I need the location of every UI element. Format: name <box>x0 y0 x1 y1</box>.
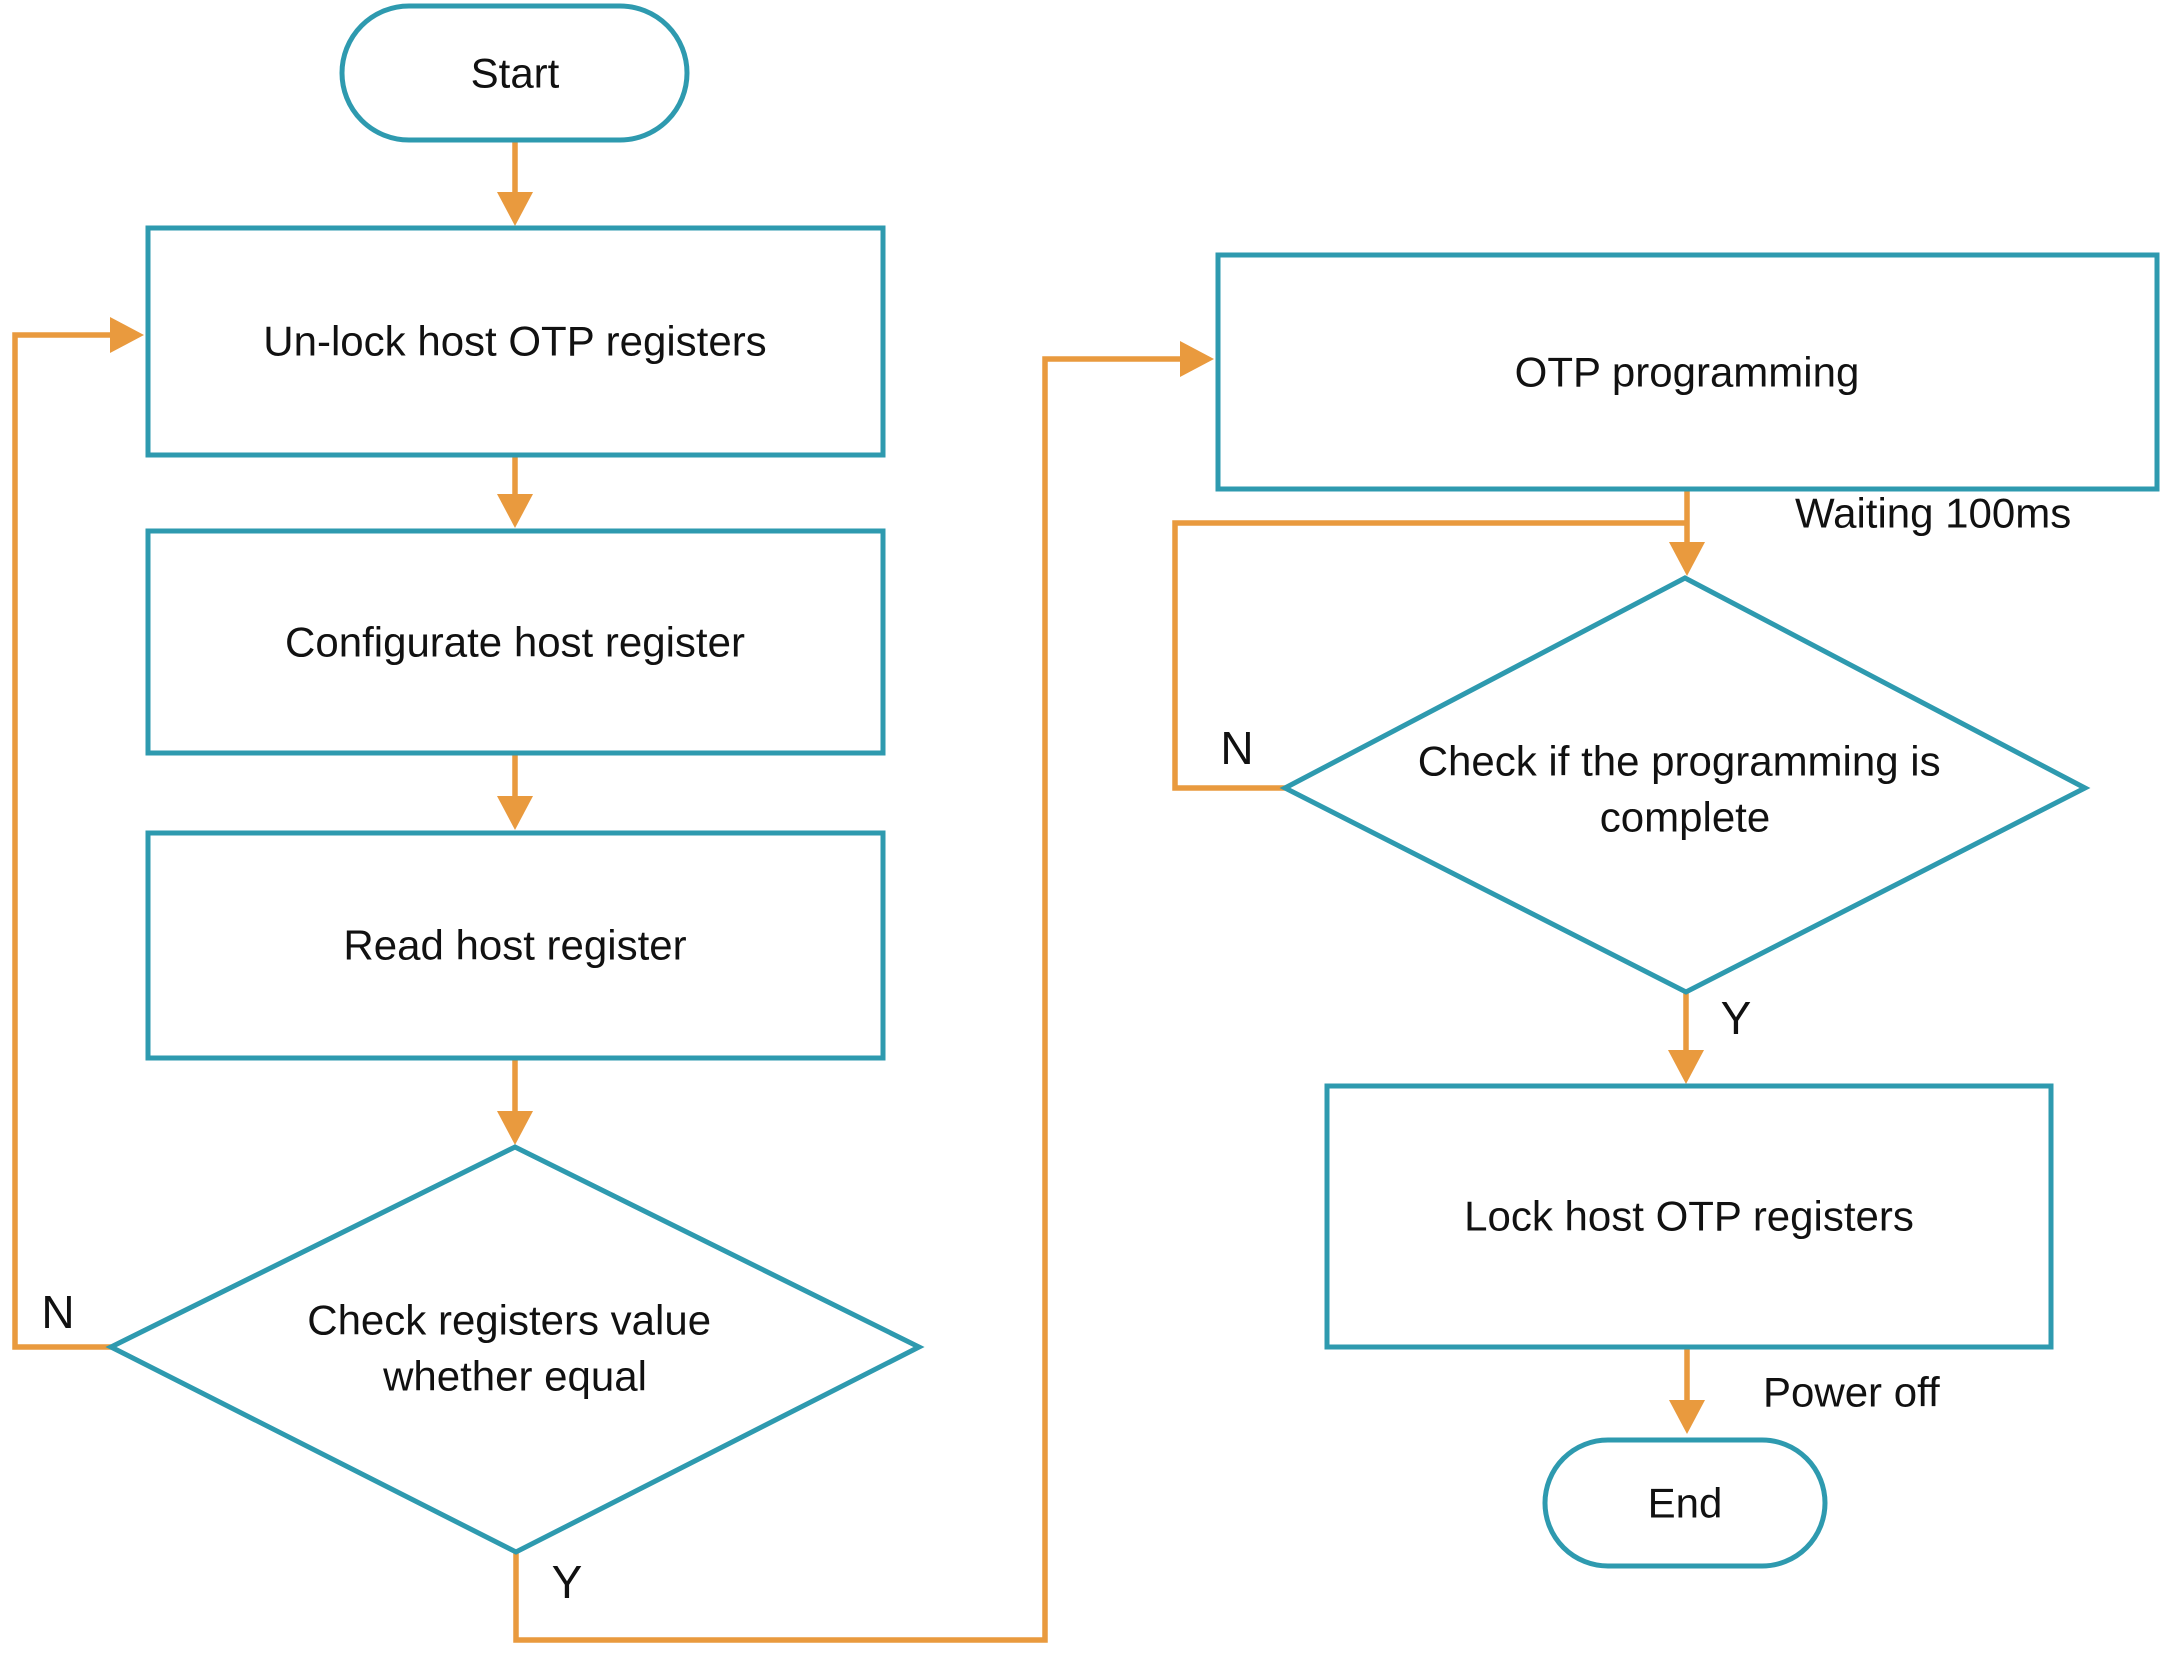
read-process-shape <box>145 830 886 1061</box>
connectors <box>12 140 1705 1643</box>
check-programming-diamond-shape <box>1279 575 2091 995</box>
unlock-label: Un-lock host OTP registers <box>263 318 766 365</box>
node-start: Start <box>339 3 690 143</box>
check-registers-label: Check registers value whether equal <box>307 1282 723 1400</box>
arrowhead-start-to-unlock <box>497 192 533 226</box>
edge-check-registers-no-loop <box>12 332 111 1350</box>
otp-programming-label: OTP programming <box>1515 349 1860 396</box>
edge-check-registers-yes-to-otp <box>513 356 1180 1643</box>
otp-programming-process-shape <box>1215 252 2160 492</box>
power-off-label: Power off <box>1763 1369 1940 1416</box>
edge-check-programming-no-loop <box>1172 520 1687 791</box>
check-programming-no-label: N <box>1220 722 1253 774</box>
configurate-process-shape <box>145 528 886 756</box>
lock-label: Lock host OTP registers <box>1464 1193 1914 1240</box>
arrowhead-no-loop-to-unlock <box>110 317 144 353</box>
end-label: End <box>1648 1480 1723 1527</box>
arrowhead-lock-to-end <box>1669 1400 1705 1434</box>
start-label: Start <box>471 50 560 97</box>
arrowhead-read-to-check-registers <box>497 1111 533 1145</box>
node-check-programming-decision: Check if the programming is complete <box>1279 575 2091 995</box>
arrowhead-yes-to-otp <box>1180 341 1214 377</box>
check-registers-label-line1: Check registers value <box>307 1297 711 1344</box>
check-programming-label: Check if the programming is complete <box>1418 723 1953 841</box>
start-terminator-shape <box>339 3 690 143</box>
check-registers-diamond-shape <box>105 1144 925 1555</box>
check-registers-no-label: N <box>41 1286 74 1338</box>
check-registers-label-line2: whether equal <box>382 1353 647 1400</box>
node-end: End <box>1542 1437 1828 1569</box>
arrowhead-yes-to-lock <box>1668 1050 1704 1084</box>
lock-process-shape <box>1324 1083 2054 1350</box>
check-programming-label-line1: Check if the programming is <box>1418 738 1941 785</box>
node-read-host-register: Read host register <box>145 830 886 1061</box>
end-terminator-shape <box>1542 1437 1828 1569</box>
edge-labels: N Y N Y Waiting 100ms Power off <box>41 490 2071 1609</box>
read-label: Read host register <box>343 922 686 969</box>
arrowhead-configurate-to-read <box>497 796 533 830</box>
check-registers-yes-label: Y <box>552 1556 583 1608</box>
waiting-100ms-label: Waiting 100ms <box>1795 490 2071 537</box>
arrowhead-otp-to-check-programming <box>1669 542 1705 576</box>
node-otp-programming: OTP programming <box>1215 252 2160 492</box>
unlock-process-shape <box>145 225 886 458</box>
check-programming-label-line2: complete <box>1600 794 1770 841</box>
node-check-registers-decision: Check registers value whether equal <box>105 1144 925 1555</box>
arrowhead-unlock-to-configurate <box>497 494 533 528</box>
node-configurate-host-register: Configurate host register <box>145 528 886 756</box>
node-lock-host-otp-registers: Lock host OTP registers <box>1324 1083 2054 1350</box>
configurate-label: Configurate host register <box>285 619 745 666</box>
check-programming-yes-label: Y <box>1721 992 1752 1044</box>
node-unlock-host-otp-registers: Un-lock host OTP registers <box>145 225 886 458</box>
